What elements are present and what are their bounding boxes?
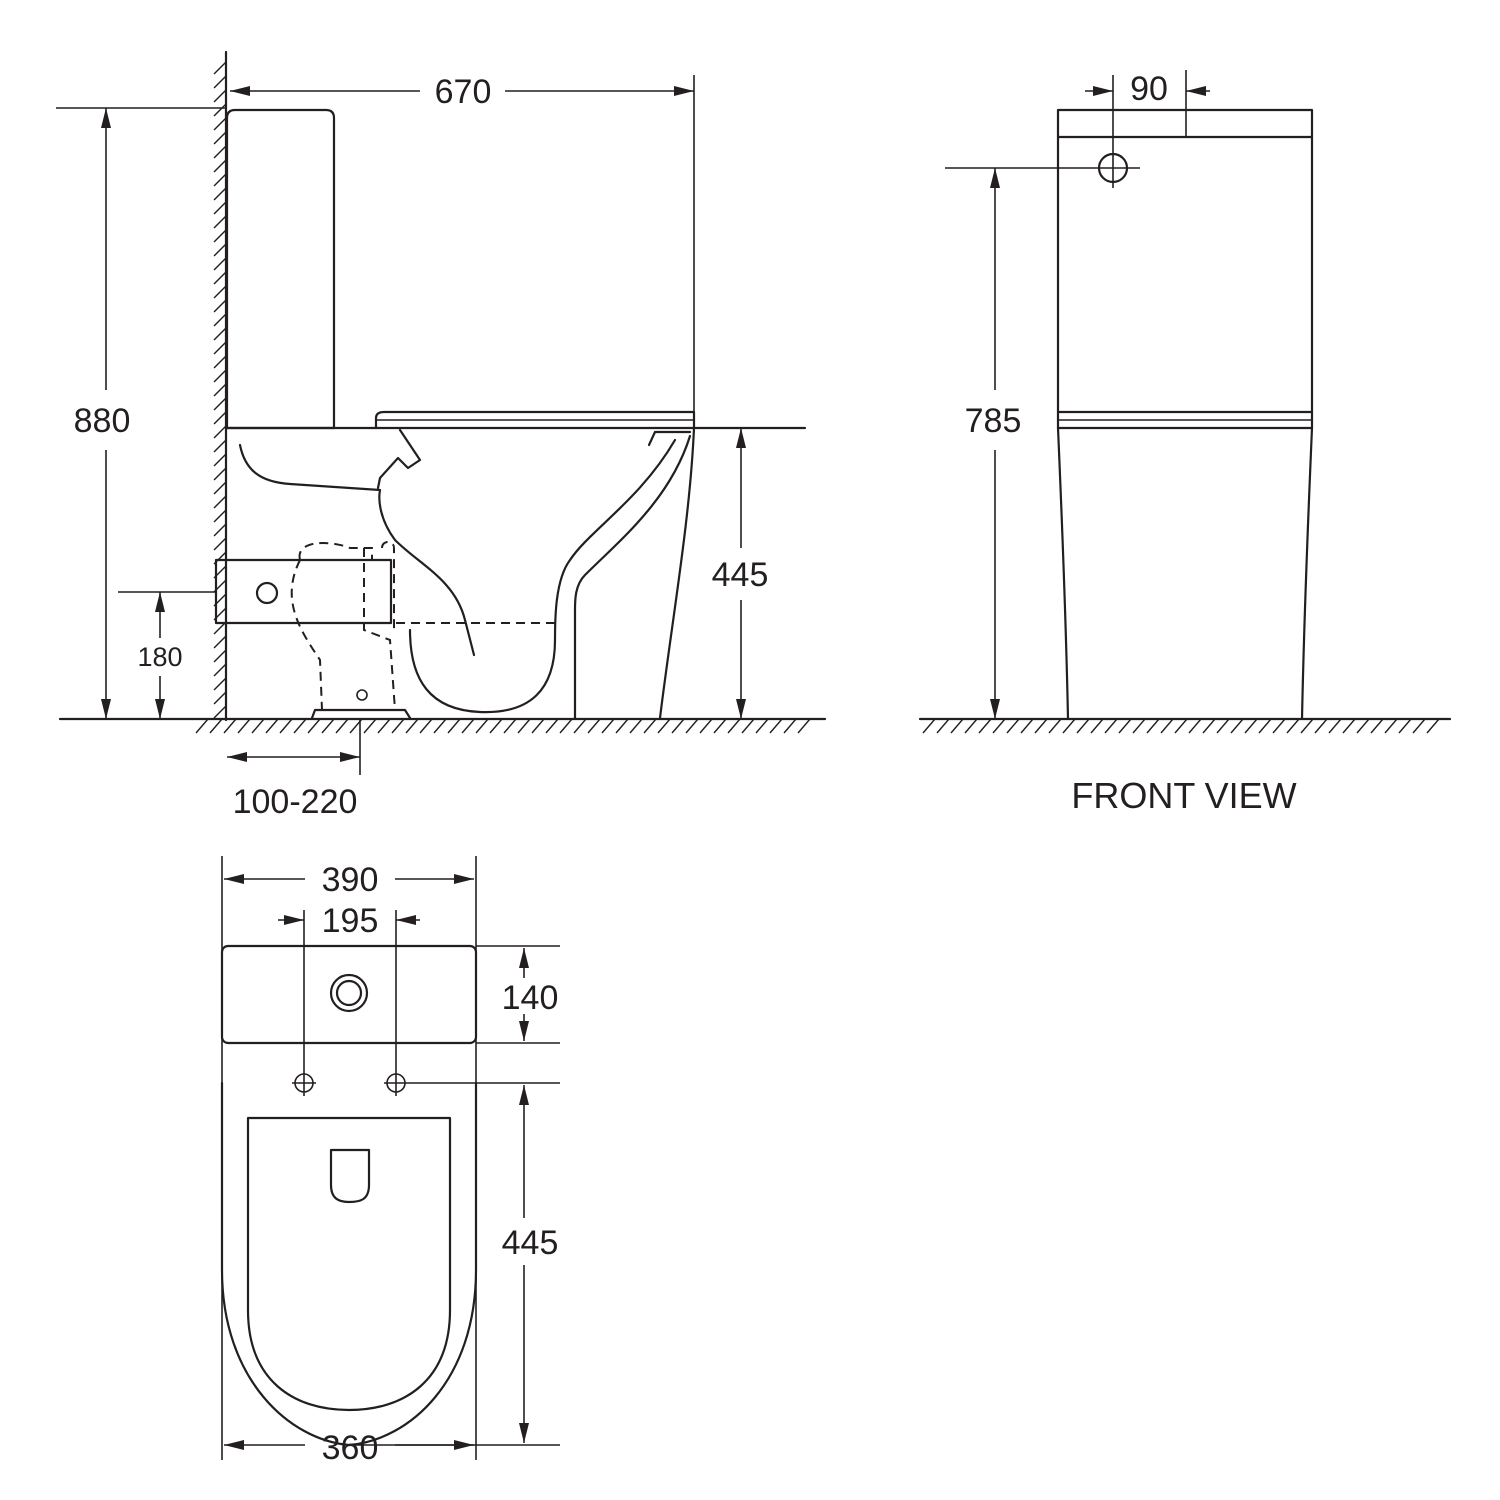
dim-label-880: 880 xyxy=(74,402,131,440)
dim-tank-depth: 140 xyxy=(476,945,560,1044)
floor-side xyxy=(58,717,827,734)
dim-label-100-220: 100-220 xyxy=(233,783,358,821)
side-trapway xyxy=(238,443,476,657)
dim-outlet-height: 180 xyxy=(137,592,183,719)
front-view: 90 785 FRONT VIEW xyxy=(918,70,1452,816)
top-seat xyxy=(246,1116,452,1412)
dim-label-360: 360 xyxy=(322,1429,379,1467)
dim-inlet-offset: 90 xyxy=(1085,70,1210,137)
dim-label-670: 670 xyxy=(435,73,492,111)
fixing-bolt-right xyxy=(384,1073,560,1093)
side-view: 670 880 180 445 100-220 xyxy=(56,50,827,821)
dim-bowl-length: 445 xyxy=(349,1085,560,1446)
front-cistern xyxy=(1056,108,1314,414)
dim-label-140: 140 xyxy=(502,979,559,1017)
dim-label-90: 90 xyxy=(1130,70,1168,108)
dim-base-width: 360 xyxy=(224,1429,474,1467)
dim-inlet-height: 785 xyxy=(965,168,1022,719)
dim-label-445-top: 445 xyxy=(502,1224,559,1262)
dim-overall-height: 880 xyxy=(56,107,226,719)
dim-label-785: 785 xyxy=(965,402,1022,440)
dim-bolt-spacing: 195 xyxy=(278,902,420,1096)
dim-tank-width: 390 xyxy=(221,856,477,1460)
side-cistern xyxy=(225,108,336,430)
dim-label-195: 195 xyxy=(322,902,379,940)
floor-front xyxy=(918,717,1452,734)
dim-overall-depth: 670 xyxy=(230,73,695,412)
top-bowl-outer xyxy=(220,1081,478,1447)
top-view: 390 195 140 445 360 xyxy=(220,856,560,1467)
dim-label-445-side: 445 xyxy=(712,556,769,594)
dim-label-180: 180 xyxy=(137,642,182,672)
dim-label-390: 390 xyxy=(322,861,379,899)
inlet-symbol xyxy=(945,75,1140,188)
front-bowl-body xyxy=(1056,410,1314,721)
top-cistern xyxy=(220,944,478,1045)
side-bowl-body xyxy=(658,426,696,720)
side-seat xyxy=(374,410,696,430)
dim-bowl-height-side: 445 xyxy=(712,428,769,719)
dim-rough-in: 100-220 xyxy=(227,719,361,821)
front-view-label: FRONT VIEW xyxy=(1071,775,1296,816)
